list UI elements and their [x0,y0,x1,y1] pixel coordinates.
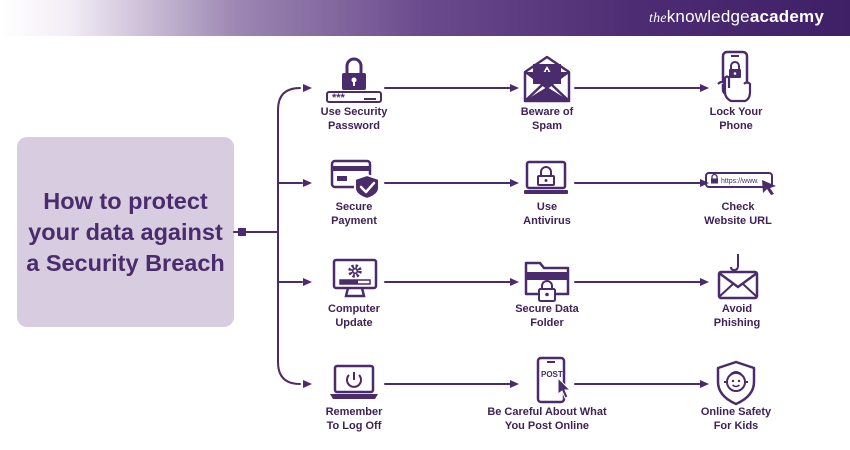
brand-suffix: academy [749,7,824,26]
label-line: Use [536,201,558,213]
kid-shield-icon [716,360,756,406]
label-line: Antivirus [523,215,571,227]
brand-prefix: the [649,11,667,26]
arrowhead [303,179,312,187]
arrowhead [510,84,519,92]
lock-password-icon: *** [326,57,382,104]
label-lock-your-phone: Lock Your Phone [666,105,806,133]
computer-update-icon [332,258,378,298]
secure-card-icon [330,159,380,200]
arrowhead [303,278,312,286]
label-line: Be Careful About What [487,406,607,418]
label-line: Folder [530,317,564,329]
label-line: Payment [331,215,377,227]
label-line: Computer [328,303,380,315]
laptop-power-icon [330,364,378,399]
label-line: For Kids [713,420,759,432]
label-line: You Post Online [504,420,590,432]
spam-envelope-icon [523,55,571,103]
label-line: Phone [719,120,753,132]
label-line: Secure [335,201,373,213]
header-bar: theknowledgeacademy [0,0,850,36]
label-line: Spam [532,120,562,132]
label-line: To Log Off [326,420,382,432]
url-bar-icon: https://www. [705,172,776,195]
phone-lock-icon [717,50,752,103]
folder-lock-icon [524,261,570,302]
branch-spine [277,87,301,385]
arrowhead [510,278,519,286]
title-box: How to protect your data against a Secur… [17,137,234,327]
url-text: https://www. [721,178,759,185]
arrowhead [303,84,312,92]
label-secure-payment: Secure Payment [284,200,424,228]
label-be-careful-about-posting: Be Careful About What You Post Online [477,405,617,433]
label-line: Avoid [721,303,753,315]
arrowhead [510,179,519,187]
post-text: POST [541,370,563,379]
diagram-title: How to protect your data against a Secur… [26,187,225,276]
brand-logo: theknowledgeacademy [649,7,824,27]
label-line: Phishing [713,317,761,329]
label-line: Online Safety [700,406,772,418]
brand-middle: knowledge [666,7,750,26]
arrowhead [700,179,709,187]
arrowhead [700,278,709,286]
arrowhead [510,380,519,388]
trunk-endpoint [238,228,246,236]
label-line: Remember [325,406,383,418]
password-mask: *** [332,92,346,104]
arrowhead [700,380,709,388]
label-line: Check [721,201,755,213]
label-line: Password [328,120,380,132]
arrowhead [303,380,312,388]
phishing-envelope-icon [717,254,759,300]
label-avoid-phishing: Avoid Phishing [667,302,807,330]
label-use-antivirus: Use Antivirus [477,200,617,228]
label-online-safety-for-kids: Online Safety For Kids [666,405,806,433]
label-line: Use Security [320,106,388,118]
label-secure-data-folder: Secure Data Folder [477,302,617,330]
label-beware-of-spam: Beware of Spam [477,105,617,133]
label-check-website-url: Check Website URL [668,200,808,228]
antivirus-monitor-icon [524,160,568,194]
post-phone-icon: POST [536,356,572,404]
label-use-security-password: Use Security Password [284,105,424,133]
label-line: Beware of [520,106,574,118]
label-line: Secure Data [515,303,579,315]
label-line: Website URL [704,215,772,227]
label-computer-update: Computer Update [284,302,424,330]
label-line: Update [335,317,373,329]
label-line: Lock Your [709,106,763,118]
label-remember-to-log-off: Remember To Log Off [284,405,424,433]
arrowhead [700,84,709,92]
